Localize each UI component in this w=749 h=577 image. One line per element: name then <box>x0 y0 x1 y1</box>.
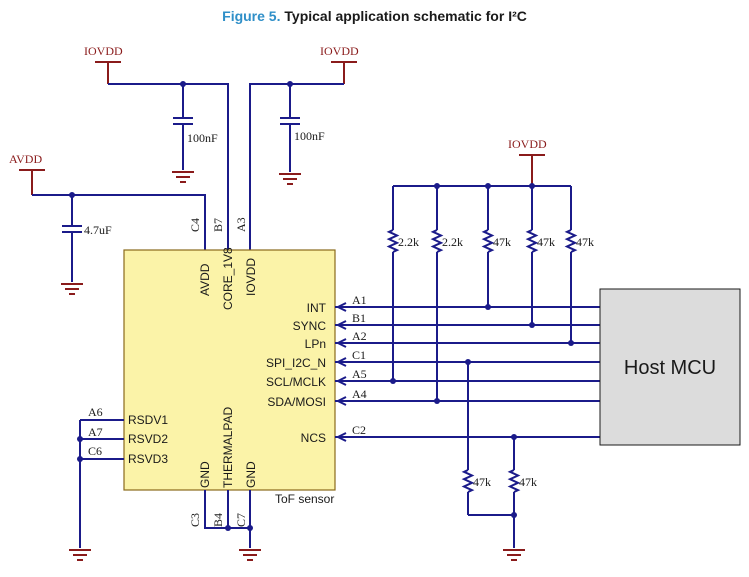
ball-b1: B1 <box>352 311 366 325</box>
ball-a6: A6 <box>88 405 103 419</box>
junction-dot <box>485 304 491 310</box>
junction-dot <box>529 322 535 328</box>
pin-thermalpad: THERMALPAD <box>221 407 235 488</box>
ground-symbol <box>503 549 525 561</box>
pin-lpn: LPn <box>305 337 326 351</box>
ball-c1: C1 <box>352 348 366 362</box>
pin-gnd-2: GND <box>244 461 258 488</box>
pin-direction-arrow <box>335 376 347 386</box>
ball-c3: C3 <box>188 513 202 527</box>
pin-ncs: NCS <box>301 431 326 445</box>
ball-a3: A3 <box>234 217 248 232</box>
iovdd-label-3: IOVDD <box>508 137 547 151</box>
host-mcu-label: Host MCU <box>624 357 716 379</box>
ground-symbol <box>239 549 261 561</box>
figure-caption: Typical application schematic for I²C <box>284 8 527 24</box>
ground-symbol <box>279 173 301 185</box>
cap3-value: 4.7uF <box>84 223 112 237</box>
ball-a4: A4 <box>352 387 367 401</box>
junction-dot <box>77 436 83 442</box>
pin-direction-arrow <box>335 338 347 348</box>
pulldown-1-resistor <box>461 469 475 493</box>
pullup-2-value: 2.2k <box>442 235 463 249</box>
ball-c7: C7 <box>234 513 248 527</box>
pin-iovdd: IOVDD <box>244 258 258 296</box>
pin-direction-arrow <box>335 432 347 442</box>
pullup-5-resistor <box>564 229 578 253</box>
pulldown-2-resistor <box>507 469 521 493</box>
ground-symbol <box>61 283 83 295</box>
junction-dot <box>434 398 440 404</box>
pullup-3-resistor <box>481 229 495 253</box>
junction-dot <box>77 456 83 462</box>
ball-c4: C4 <box>188 218 202 232</box>
pullup-2-resistor <box>430 229 444 253</box>
ball-a2: A2 <box>352 329 367 343</box>
pin-sync: SYNC <box>293 319 327 333</box>
pin-int: INT <box>307 301 327 315</box>
avdd-supply-wire <box>32 194 206 250</box>
ball-a1: A1 <box>352 293 367 307</box>
ground-symbol <box>69 549 91 561</box>
pullup-1-resistor <box>386 229 400 253</box>
junction-dot <box>568 340 574 346</box>
ball-c2: C2 <box>352 423 366 437</box>
host-mcu-box <box>599 288 741 446</box>
pullup-4-value: 47k <box>537 235 555 249</box>
avdd-label: AVDD <box>9 152 42 166</box>
ball-a7: A7 <box>88 425 103 439</box>
junction-dot <box>390 378 396 384</box>
pin-sda-mosi: SDA/MOSI <box>267 395 326 409</box>
iovdd-label-2: IOVDD <box>320 44 359 58</box>
pin-avdd: AVDD <box>198 263 212 296</box>
junction-dot <box>247 525 253 531</box>
pin-gnd-1: GND <box>198 461 212 488</box>
tof-sensor-body <box>123 249 336 491</box>
pin-rsdv1: RSDV1 <box>128 413 168 427</box>
pullup-3-value: 47k <box>493 235 511 249</box>
pin-direction-arrow <box>335 396 347 406</box>
cap2-value: 100nF <box>294 129 325 143</box>
ground-symbol <box>172 171 194 183</box>
iovdd-supply-wire <box>249 83 344 250</box>
iovdd-label-1: IOVDD <box>84 44 123 58</box>
ball-c6: C6 <box>88 444 102 458</box>
pullup-4-resistor <box>525 229 539 253</box>
pin-scl-mclk: SCL/MCLK <box>266 375 326 389</box>
pin-direction-arrow <box>335 320 347 330</box>
ball-b4: B4 <box>211 513 225 527</box>
junction-dot <box>225 525 231 531</box>
core-1v8-supply-wire <box>108 83 229 250</box>
ball-a5: A5 <box>352 367 367 381</box>
pin-direction-arrow <box>335 302 347 312</box>
pin-core-1v8: CORE_1V8 <box>221 247 235 310</box>
pin-rsvd3: RSVD3 <box>128 452 168 466</box>
pin-direction-arrow <box>335 357 347 367</box>
figure-title: Figure 5. Typical application schematic … <box>0 8 749 24</box>
pullup-1-value: 2.2k <box>398 235 419 249</box>
pin-rsvd2: RSVD2 <box>128 432 168 446</box>
figure-label: Figure 5. <box>222 8 281 24</box>
ball-b7: B7 <box>211 218 225 232</box>
pullup-5-value: 47k <box>576 235 594 249</box>
tof-sensor-label: ToF sensor <box>275 492 334 506</box>
pin-spi-i2c-n: SPI_I2C_N <box>266 356 326 370</box>
cap1-value: 100nF <box>187 131 218 145</box>
pulldown-1-value: 47k <box>473 475 491 489</box>
pulldown-2-value: 47k <box>519 475 537 489</box>
